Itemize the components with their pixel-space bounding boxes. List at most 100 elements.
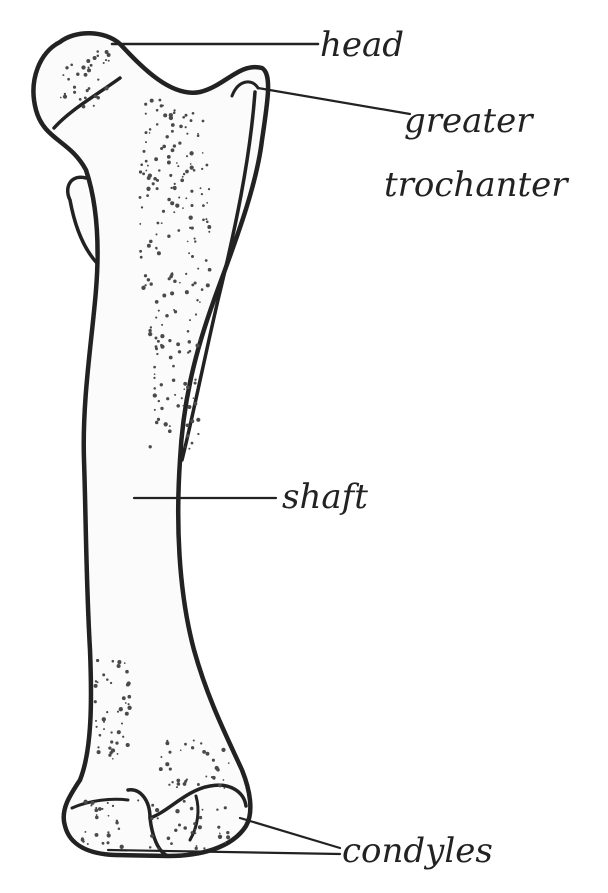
stipple-dot bbox=[162, 210, 165, 213]
stipple-dot bbox=[189, 216, 193, 220]
stipple-dot bbox=[139, 223, 141, 225]
stipple-dot bbox=[145, 113, 147, 115]
stipple-dot bbox=[156, 123, 159, 126]
stipple-dot bbox=[174, 829, 177, 832]
stipple-dot bbox=[99, 734, 102, 737]
stipple-dot bbox=[105, 59, 107, 61]
stipple-dot bbox=[82, 105, 86, 109]
stipple-dot bbox=[225, 842, 227, 844]
stipple-dot bbox=[86, 59, 90, 63]
stipple-dot bbox=[208, 231, 210, 233]
stipple-dot bbox=[173, 280, 177, 284]
stipple-dot bbox=[167, 837, 171, 841]
stipple-dot bbox=[178, 350, 181, 353]
stipple-dot bbox=[96, 681, 98, 683]
stipple-dot bbox=[199, 301, 201, 303]
stipple-dot bbox=[171, 123, 175, 127]
stipple-dot bbox=[149, 128, 152, 131]
stipple-dot bbox=[202, 809, 204, 811]
stipple-dot bbox=[162, 294, 166, 298]
stipple-dot bbox=[197, 268, 199, 270]
stipple-dot bbox=[186, 386, 190, 390]
stipple-dot bbox=[197, 133, 199, 135]
stipple-dot bbox=[206, 283, 210, 287]
stipple-dot bbox=[153, 393, 157, 397]
stipple-dot bbox=[176, 162, 178, 164]
stipple-dot bbox=[168, 429, 172, 433]
stipple-dot bbox=[212, 759, 215, 762]
stipple-dot bbox=[82, 840, 84, 842]
stipple-dot bbox=[217, 826, 220, 829]
stipple-dot bbox=[224, 806, 227, 809]
stipple-dot bbox=[174, 183, 176, 185]
stipple-dot bbox=[171, 148, 175, 152]
stipple-dot bbox=[207, 225, 211, 229]
stipple-dot bbox=[194, 281, 197, 284]
stipple-dot bbox=[108, 815, 110, 817]
stipple-dot bbox=[165, 314, 169, 318]
stipple-dot bbox=[60, 97, 62, 99]
stipple-dot bbox=[156, 179, 159, 182]
stipple-dot bbox=[169, 768, 172, 771]
stipple-dot bbox=[185, 290, 189, 294]
stipple-dot bbox=[196, 418, 200, 422]
stipple-dot bbox=[170, 291, 174, 295]
stipple-dot bbox=[188, 340, 191, 343]
stipple-dot bbox=[90, 64, 93, 67]
stipple-dot bbox=[63, 95, 67, 99]
stipple-dot bbox=[175, 203, 179, 207]
stipple-dot bbox=[165, 762, 169, 766]
stipple-dot bbox=[223, 779, 225, 781]
stipple-dot bbox=[193, 169, 196, 172]
stipple-dot bbox=[124, 662, 126, 664]
stipple-dot bbox=[202, 152, 204, 154]
stipple-dot bbox=[190, 419, 194, 423]
stipple-dot bbox=[200, 742, 202, 744]
femur-bone bbox=[33, 33, 268, 856]
stipple-dot bbox=[171, 272, 173, 274]
stipple-dot bbox=[97, 750, 101, 754]
stipple-dot bbox=[150, 834, 154, 838]
stipple-dot bbox=[184, 743, 187, 746]
stipple-dot bbox=[186, 423, 190, 427]
stipple-dot bbox=[87, 68, 91, 72]
stipple-dot bbox=[145, 170, 147, 172]
stipple-dot bbox=[155, 247, 157, 249]
stipple-dot bbox=[96, 726, 98, 728]
stipple-dot bbox=[157, 418, 160, 421]
stipple-dot bbox=[97, 746, 99, 748]
stipple-dot bbox=[201, 168, 203, 170]
stipple-dot bbox=[126, 683, 130, 687]
stipple-dot bbox=[150, 326, 152, 328]
stipple-dot bbox=[188, 448, 190, 450]
stipple-dot bbox=[189, 227, 191, 229]
stipple-dot bbox=[118, 828, 121, 831]
stipple-dot bbox=[120, 845, 124, 849]
stipple-dot bbox=[151, 804, 154, 807]
stipple-dot bbox=[186, 133, 188, 135]
stipple-dot bbox=[202, 218, 205, 221]
stipple-dot bbox=[194, 379, 196, 381]
stipple-dot bbox=[95, 720, 97, 722]
stipple-dot bbox=[117, 730, 121, 734]
stipple-dot bbox=[194, 240, 196, 242]
stipple-dot bbox=[171, 781, 173, 783]
stipple-dot bbox=[191, 442, 194, 445]
stipple-dot bbox=[199, 816, 202, 819]
stipple-dot bbox=[107, 831, 109, 833]
stipple-dot bbox=[126, 743, 130, 747]
stipple-dot bbox=[97, 54, 100, 57]
stipple-dot bbox=[155, 233, 157, 235]
stipple-dot bbox=[83, 800, 87, 804]
stipple-dot bbox=[141, 206, 143, 208]
stipple-dot bbox=[115, 741, 118, 744]
stipple-dot bbox=[191, 746, 194, 749]
stipple-dot bbox=[186, 155, 188, 157]
stipple-dot bbox=[228, 762, 230, 764]
stipple-dot bbox=[200, 187, 202, 189]
stipple-dot bbox=[149, 132, 151, 134]
stipple-dot bbox=[90, 801, 94, 805]
stipple-dot bbox=[76, 72, 79, 75]
stipple-dot bbox=[146, 187, 150, 191]
stipple-dot bbox=[148, 174, 152, 178]
